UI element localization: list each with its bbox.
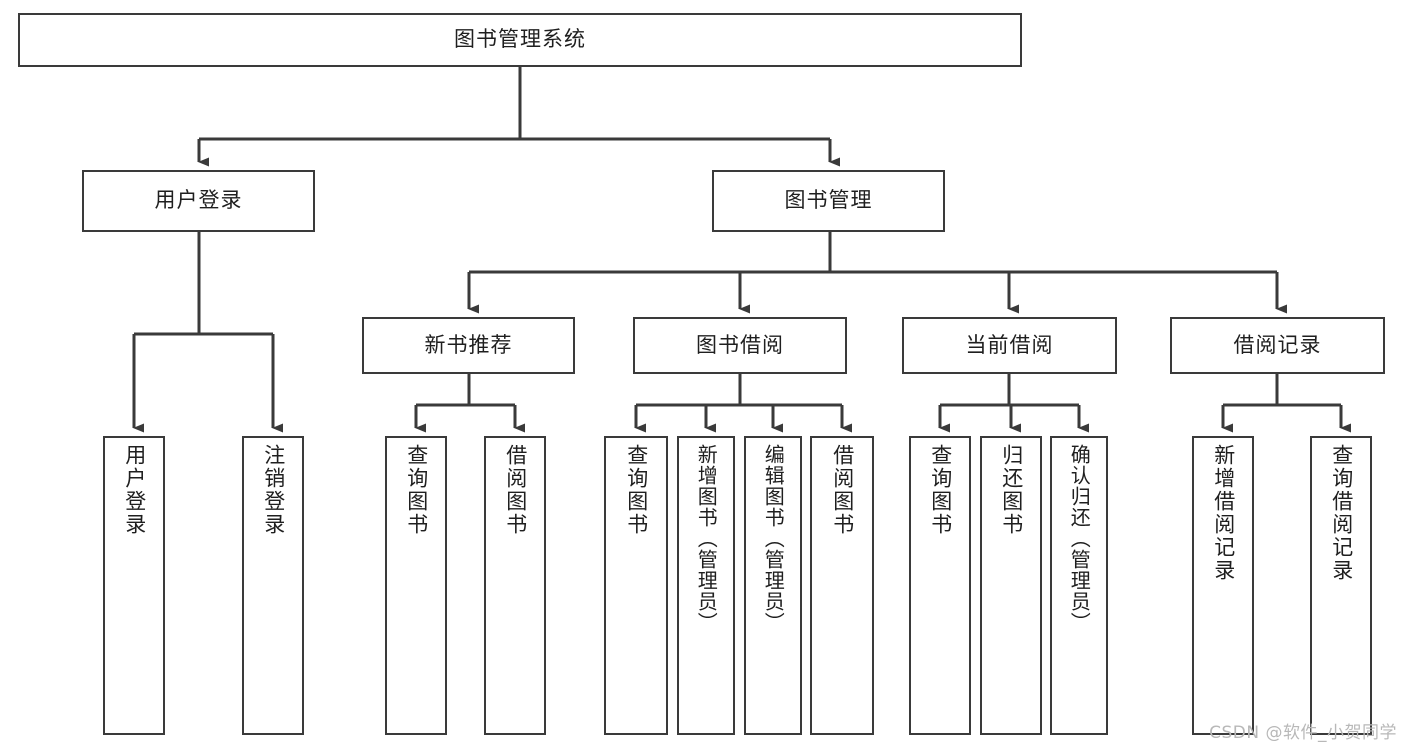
node-current-borrow[interactable]: 当前借阅 bbox=[902, 317, 1117, 374]
node-label: 借阅图书 bbox=[503, 444, 528, 536]
node-leaf-add-borrow-record[interactable]: 新增借阅记录 bbox=[1192, 436, 1254, 735]
node-label: 图书管理系统 bbox=[454, 27, 586, 52]
node-label: 用户登录 bbox=[154, 188, 243, 213]
node-leaf-edit-book-admin[interactable]: 编辑图书（管理员） bbox=[744, 436, 802, 735]
node-label: 编辑图书（管理员） bbox=[761, 444, 786, 633]
node-label: 查询图书 bbox=[624, 444, 649, 536]
node-root-system[interactable]: 图书管理系统 bbox=[18, 13, 1022, 67]
node-leaf-user-logout[interactable]: 注销登录 bbox=[242, 436, 304, 735]
node-label: 图书管理 bbox=[784, 188, 873, 213]
node-leaf-query-book-1[interactable]: 查询图书 bbox=[385, 436, 447, 735]
node-label: 新增图书（管理员） bbox=[694, 444, 719, 633]
node-label: 确认归还（管理员） bbox=[1067, 444, 1092, 633]
node-leaf-borrow-book-1[interactable]: 借阅图书 bbox=[484, 436, 546, 735]
node-book-manage[interactable]: 图书管理 bbox=[712, 170, 945, 232]
node-leaf-confirm-return-admin[interactable]: 确认归还（管理员） bbox=[1050, 436, 1108, 735]
node-label: 归还图书 bbox=[999, 444, 1024, 536]
node-label: 注销登录 bbox=[261, 444, 286, 536]
node-label: 借阅记录 bbox=[1233, 332, 1322, 357]
node-user-login[interactable]: 用户登录 bbox=[82, 170, 315, 232]
watermark-text: CSDN @软件_小贺同学 bbox=[1209, 723, 1397, 743]
node-leaf-user-login[interactable]: 用户登录 bbox=[103, 436, 165, 735]
node-leaf-borrow-book-2[interactable]: 借阅图书 bbox=[810, 436, 874, 735]
node-borrow-record[interactable]: 借阅记录 bbox=[1170, 317, 1385, 374]
node-leaf-query-book-2[interactable]: 查询图书 bbox=[604, 436, 668, 735]
node-label: 用户登录 bbox=[122, 444, 147, 536]
node-label: 借阅图书 bbox=[830, 444, 855, 536]
node-label: 查询借阅记录 bbox=[1329, 444, 1354, 582]
node-label: 查询图书 bbox=[928, 444, 953, 536]
node-leaf-return-book[interactable]: 归还图书 bbox=[980, 436, 1042, 735]
node-label: 新增借阅记录 bbox=[1211, 444, 1236, 582]
node-label: 图书借阅 bbox=[696, 332, 784, 357]
node-leaf-add-book-admin[interactable]: 新增图书（管理员） bbox=[677, 436, 735, 735]
node-new-book-recommend[interactable]: 新书推荐 bbox=[362, 317, 575, 374]
node-label: 当前借阅 bbox=[965, 332, 1054, 357]
node-book-borrow[interactable]: 图书借阅 bbox=[633, 317, 847, 374]
node-label: 查询图书 bbox=[404, 444, 429, 536]
node-label: 新书推荐 bbox=[424, 332, 513, 357]
node-leaf-query-borrow-record[interactable]: 查询借阅记录 bbox=[1310, 436, 1372, 735]
node-leaf-query-book-3[interactable]: 查询图书 bbox=[909, 436, 971, 735]
